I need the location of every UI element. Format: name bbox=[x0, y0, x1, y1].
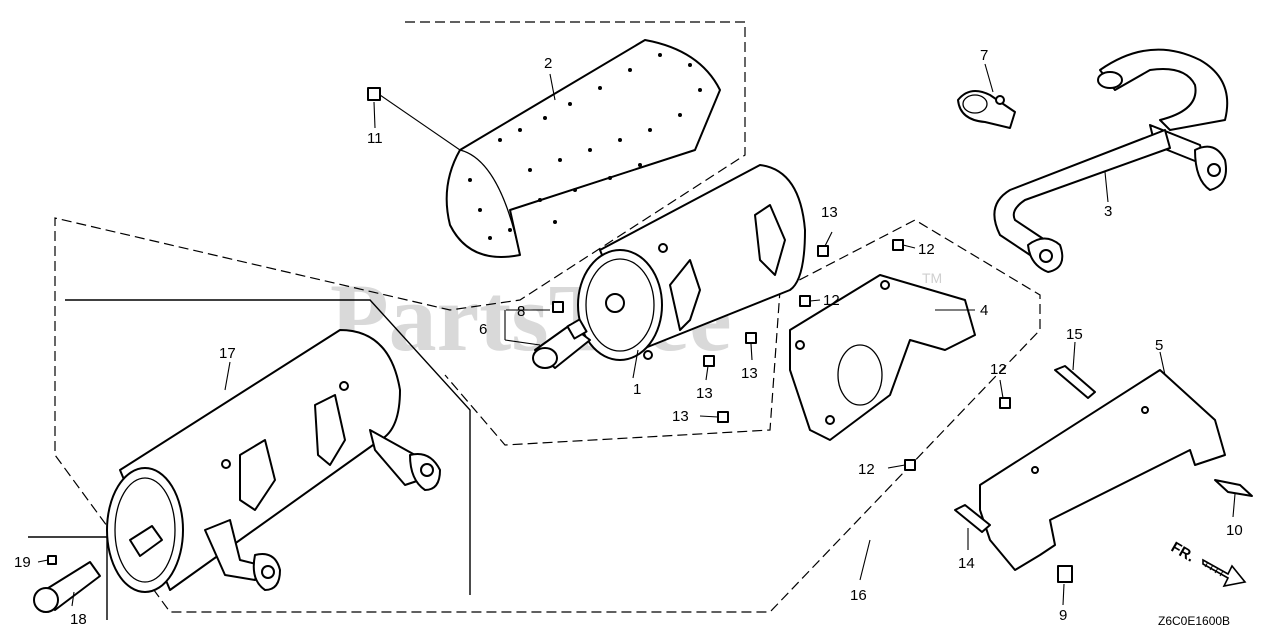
label-4: 4 bbox=[980, 302, 988, 319]
leader-13d bbox=[699, 415, 719, 418]
muffler-outline-17 bbox=[65, 299, 471, 595]
bolt-13c[interactable] bbox=[703, 355, 715, 367]
leader-2 bbox=[549, 73, 556, 101]
bolt-12c[interactable] bbox=[999, 397, 1011, 409]
label-12d: 12 bbox=[858, 461, 875, 478]
label-13a: 13 bbox=[821, 204, 838, 221]
shield-perforations bbox=[468, 53, 702, 240]
label-14: 14 bbox=[958, 555, 975, 572]
leader-5 bbox=[1159, 351, 1166, 376]
leader-16 bbox=[859, 539, 871, 581]
diagram-code: Z6C0E1600B bbox=[1158, 614, 1230, 628]
spark-arrester[interactable] bbox=[33, 561, 101, 613]
pipe-protector[interactable] bbox=[979, 369, 1226, 571]
bolt-12d[interactable] bbox=[904, 459, 916, 471]
label-12b: 12 bbox=[823, 292, 840, 309]
label-10: 10 bbox=[1226, 522, 1243, 539]
leader-6b bbox=[504, 339, 541, 346]
bolt-12a[interactable] bbox=[892, 239, 904, 251]
front-direction-indicator: FR. bbox=[1168, 539, 1247, 588]
leader-12d bbox=[887, 464, 906, 469]
bolt-12b[interactable] bbox=[799, 295, 811, 307]
label-9: 9 bbox=[1059, 607, 1067, 624]
bolt-15[interactable] bbox=[1054, 365, 1096, 399]
leader-11 bbox=[373, 101, 376, 129]
label-16: 16 bbox=[850, 587, 867, 604]
watermark-trademark: TM bbox=[922, 270, 942, 286]
bolt-13a[interactable] bbox=[817, 245, 829, 257]
front-arrow-icon bbox=[1202, 558, 1247, 588]
leader-12b bbox=[809, 299, 821, 302]
label-1: 1 bbox=[633, 381, 641, 398]
bolt-13b[interactable] bbox=[745, 332, 757, 344]
bolt-14[interactable] bbox=[954, 504, 991, 533]
heat-shield[interactable] bbox=[445, 39, 721, 258]
leader-17 bbox=[224, 361, 231, 391]
label-7: 7 bbox=[980, 47, 988, 64]
muffler-17[interactable] bbox=[106, 329, 441, 593]
nut-9[interactable] bbox=[1057, 565, 1073, 583]
label-11: 11 bbox=[367, 130, 383, 147]
leader-3 bbox=[1104, 171, 1109, 203]
leader-7 bbox=[984, 63, 994, 93]
sensor-cap[interactable] bbox=[552, 301, 564, 313]
label-19: 19 bbox=[14, 554, 31, 571]
leader-18 bbox=[71, 591, 75, 607]
label-12a: 12 bbox=[918, 241, 935, 258]
label-17: 17 bbox=[219, 345, 236, 362]
spacer-10[interactable] bbox=[1214, 479, 1253, 497]
label-3: 3 bbox=[1104, 203, 1112, 220]
label-12c: 12 bbox=[990, 361, 1007, 378]
leader-19 bbox=[37, 559, 49, 563]
exhaust-pipe[interactable] bbox=[993, 48, 1229, 273]
label-13c: 13 bbox=[696, 385, 713, 402]
pipe-clamp[interactable] bbox=[957, 90, 1016, 129]
label-13b: 13 bbox=[741, 365, 758, 382]
leader-9 bbox=[1062, 583, 1065, 606]
leader-15 bbox=[1072, 341, 1076, 371]
bolt-11[interactable] bbox=[367, 87, 461, 151]
oxygen-sensor[interactable] bbox=[532, 318, 591, 369]
label-2: 2 bbox=[544, 55, 552, 72]
bolt-13d[interactable] bbox=[717, 411, 729, 423]
leader-13a bbox=[824, 231, 833, 247]
muffler-1[interactable] bbox=[577, 164, 806, 361]
label-13d: 13 bbox=[672, 408, 689, 425]
label-8: 8 bbox=[517, 303, 525, 320]
muffler-bracket[interactable] bbox=[789, 274, 976, 441]
leader-10 bbox=[1232, 493, 1236, 518]
label-5: 5 bbox=[1155, 337, 1163, 354]
label-18: 18 bbox=[70, 611, 87, 628]
leader-1 bbox=[632, 349, 639, 379]
leader-13b bbox=[750, 343, 753, 361]
label-15: 15 bbox=[1066, 326, 1083, 343]
front-label: FR. bbox=[1168, 539, 1197, 566]
leader-12a bbox=[902, 244, 916, 249]
label-6: 6 bbox=[479, 321, 487, 338]
arrester-screw[interactable] bbox=[47, 555, 57, 565]
leader-13c bbox=[705, 365, 709, 381]
assembly-outline-16 bbox=[54, 21, 1041, 613]
leader-12c bbox=[999, 379, 1004, 399]
